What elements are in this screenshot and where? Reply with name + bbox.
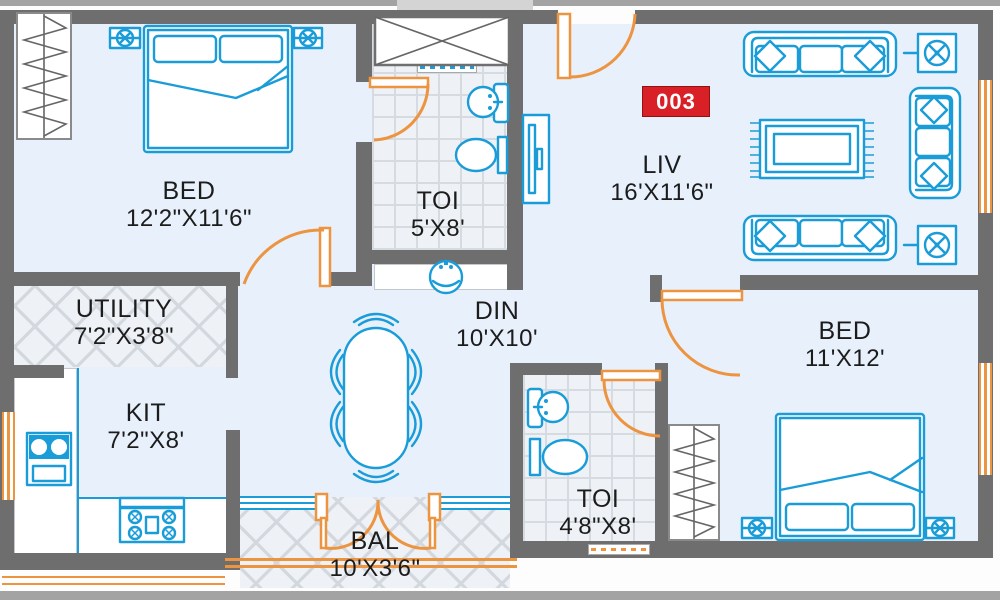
room-name: LIV [642, 151, 682, 179]
wall-segment [510, 363, 523, 545]
double-bed-icon [740, 412, 956, 542]
room-dims: 11'X12' [804, 345, 886, 372]
room-dims: 7'2"X8' [107, 427, 185, 454]
floor-utility [14, 286, 236, 367]
room-label-kit: KIT 7'2"X8' [61, 399, 231, 455]
room-dims: 10'X10' [455, 325, 539, 352]
wall-segment [740, 275, 993, 290]
room-label-toi1: TOI 5'X8' [353, 187, 523, 243]
room-label-bed1: BED 12'2"X11'6" [104, 177, 274, 233]
wall-segment [226, 286, 238, 378]
wall-segment [655, 363, 668, 543]
wardrobe-icon [16, 12, 72, 140]
double-bed-icon [108, 24, 324, 154]
room-dims: 4'8"X8' [559, 513, 637, 540]
tv-unit-icon [521, 113, 551, 205]
sofa-icon [742, 214, 898, 262]
room-label-utility: UTILITY 7'2"X3'8" [39, 295, 209, 351]
room-name: TOI [416, 187, 460, 215]
wall-segment [510, 363, 602, 375]
wall-segment [650, 275, 662, 302]
room-name: KIT [125, 399, 167, 427]
unit-number-badge: 003 [642, 86, 710, 117]
door-swing-icon [368, 76, 430, 142]
wardrobe-icon [668, 424, 720, 541]
counter-edge-line [77, 368, 79, 555]
toilet-wc-icon [454, 135, 509, 175]
lamp-table-icon [902, 32, 958, 74]
room-dims: 16'X11'6" [610, 179, 714, 206]
duct-shaft-icon [373, 15, 511, 67]
room-label-toi2: TOI 4'8"X8' [513, 485, 683, 541]
wall-segment [635, 10, 993, 24]
washbasin-icon [428, 259, 464, 295]
door-swing-icon [600, 369, 662, 438]
wall-segment [507, 24, 523, 290]
room-name: BED [162, 177, 216, 205]
floor-balcony [240, 497, 510, 588]
window-icon [2, 412, 15, 500]
wall-segment [0, 365, 64, 378]
room-label-bed2: BED 11'X12' [760, 317, 930, 373]
toilet-wc-icon [528, 437, 589, 477]
room-dims: 7'2"X3'8" [73, 323, 175, 350]
wall-segment [0, 553, 234, 570]
kitchen-sink-icon [25, 431, 73, 487]
room-name: BAL [350, 527, 400, 555]
room-name: DIN [474, 297, 520, 325]
room-dims: 12'2"X11'6" [125, 205, 252, 232]
window-icon [979, 363, 992, 475]
wall-segment [356, 24, 372, 82]
sofa-icon [908, 86, 962, 200]
sofa-icon [742, 30, 898, 78]
compound-railing-icon [2, 576, 225, 585]
lamp-table-icon [902, 224, 958, 266]
dining-table-icon [329, 312, 423, 484]
vent-window-icon [588, 544, 650, 555]
wall-segment [510, 541, 993, 558]
wall-segment [356, 142, 372, 286]
balcony-window-icon [240, 496, 316, 510]
room-name: TOI [576, 485, 620, 513]
french-door-icon [314, 492, 442, 550]
room-name: BED [818, 317, 872, 345]
washbasin-icon [526, 387, 570, 429]
door-swing-icon [660, 289, 744, 377]
room-name: UTILITY [75, 295, 173, 323]
balcony-railing-icon [225, 558, 517, 568]
wall-segment [0, 272, 240, 286]
room-label-bal: BAL 10'X3'6" [290, 527, 460, 583]
wall-segment [372, 250, 523, 264]
window-icon [979, 80, 992, 213]
stove-icon [118, 496, 186, 544]
room-dims: 5'X8' [410, 215, 466, 242]
washbasin-icon [466, 82, 510, 124]
door-swing-icon [556, 12, 637, 80]
room-dims: 10'X3'6" [329, 555, 421, 582]
room-label-din: DIN 10'X10' [412, 297, 582, 353]
bottom-frame-bar [0, 591, 1000, 600]
door-swing-icon [242, 226, 332, 288]
room-label-liv: LIV 16'X11'6" [577, 151, 747, 207]
exterior-block [397, 0, 533, 13]
rug-icon [750, 118, 874, 180]
wall-segment [226, 430, 240, 570]
balcony-window-icon [440, 496, 510, 510]
